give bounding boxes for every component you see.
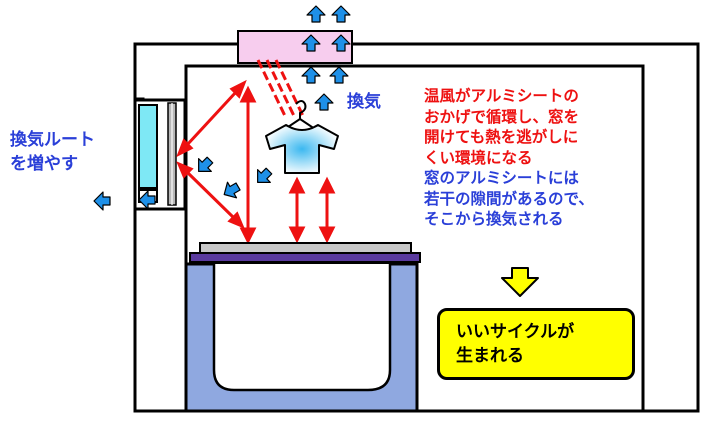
window-glass [138, 104, 158, 189]
desc-blue-line: そこから換気される [424, 210, 564, 228]
bathtub-basin [212, 264, 392, 392]
desc-red-line: 開けても熱を逃がしに [424, 128, 579, 146]
ceiling-heater [237, 30, 353, 64]
result-callout: いいサイクルが 生まれる [437, 308, 635, 380]
route-label: 換気ルート を増やす [10, 128, 95, 176]
circulation-arrows [176, 79, 336, 245]
up-arrow-icon [331, 5, 351, 23]
description-text: 温風がアルミシートの おかげで循環し、窓を 開けても熱を逃がしに くい環境になる… [424, 86, 594, 230]
desc-red-line: おかげで循環し、窓を [424, 107, 580, 126]
result-line1: いいサイクルが [456, 322, 575, 342]
bathtub-lid [189, 252, 421, 263]
route-label-line1: 換気ルート [10, 130, 95, 150]
route-label-line2: を増やす [10, 154, 78, 174]
down-arrow-icon [501, 267, 539, 297]
ventilation-label: 換気 [347, 92, 381, 112]
left-arrow-icon [93, 191, 111, 211]
warm-air-lines [256, 59, 306, 119]
desc-blue-line: 窓のアルミシートには [424, 169, 579, 187]
desc-red-line: くい環境になる [424, 148, 533, 167]
tshirt-icon [265, 124, 339, 174]
result-line2: 生まれる [456, 346, 524, 366]
desc-red-line: 温風がアルミシートの [424, 87, 579, 105]
up-arrow-icon [306, 5, 326, 23]
bathtub-lid-top [199, 242, 412, 254]
desc-blue-line: 若干の隙間があるので、 [424, 189, 594, 208]
